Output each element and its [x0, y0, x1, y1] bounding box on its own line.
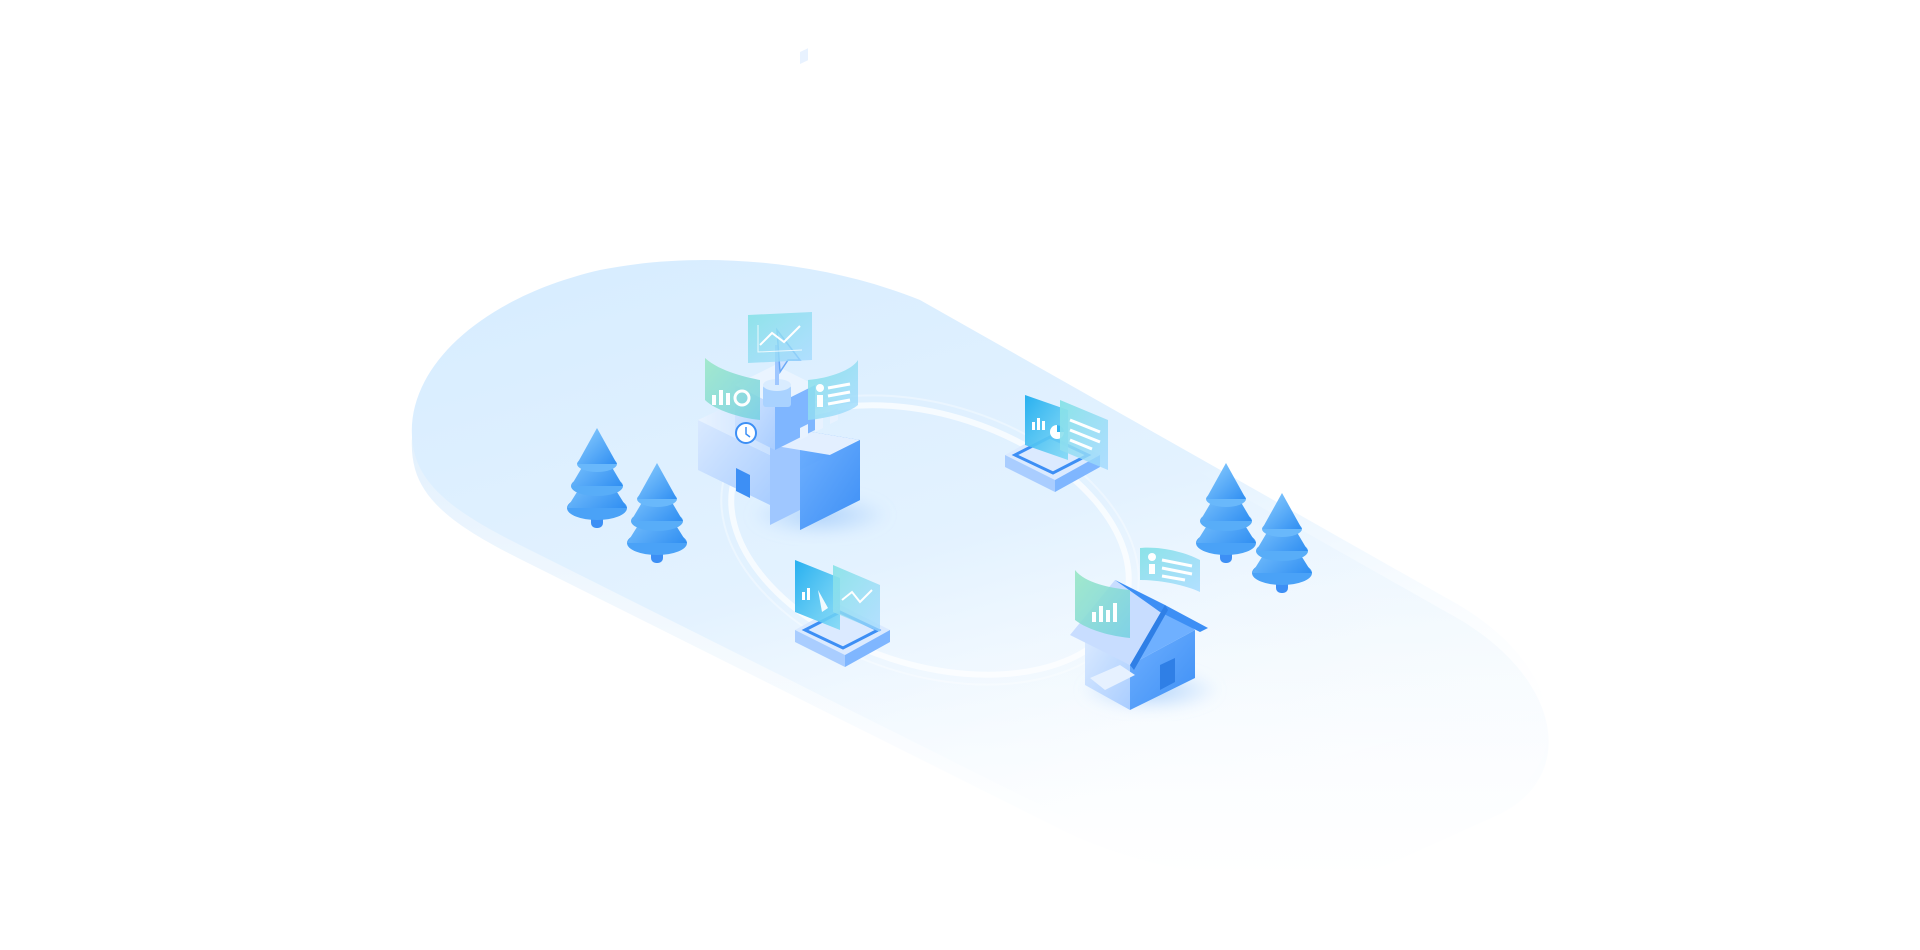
line-chart-panel-icon [833, 565, 880, 632]
capsule-platform [411, 260, 1549, 881]
pine-tree-icon [567, 428, 627, 528]
profile-list-panel-icon [808, 360, 858, 420]
bar-chart-panel-icon [1075, 570, 1130, 638]
clock-icon [735, 422, 757, 444]
pine-tree-icon [1196, 463, 1256, 563]
pine-tree-icon [1252, 493, 1312, 593]
pine-tree-icon [627, 463, 687, 563]
line-chart-panel-icon [795, 560, 840, 630]
document-panel-icon [1060, 400, 1108, 470]
line-chart-panel-icon [748, 312, 812, 363]
profile-list-panel-icon [1140, 547, 1200, 592]
bar-pie-chart-panel-icon [705, 358, 760, 420]
